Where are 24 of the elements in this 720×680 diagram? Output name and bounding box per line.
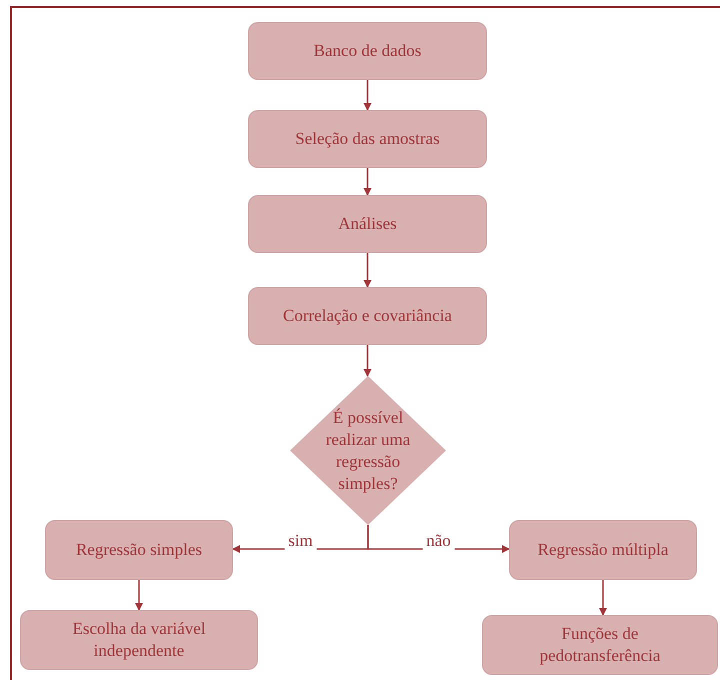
arrow [364,80,372,111]
process-box [20,610,258,670]
node-label: Banco de dados [312,40,422,62]
arrow [599,580,607,616]
node-label: Regressão simples [74,539,204,561]
process-box [248,110,487,168]
node-label: Correlação e covariância [282,305,453,327]
arrow [135,580,143,611]
process-box [248,195,487,253]
arrow [364,168,372,196]
arrow [364,345,372,377]
process-box [509,520,697,580]
arrow [364,253,372,288]
node-label: Seleção das amostras [294,128,441,150]
node-label: Funções de pedotransferência [538,623,662,667]
node-label: É possível realizar uma regressão simples? [324,406,412,494]
process-box [482,615,718,675]
process-box [45,520,233,580]
node-label: Escolha da variável independente [71,618,207,662]
node-label: Regressão múltipla [536,539,670,561]
process-box [248,287,487,345]
process-box [248,22,487,80]
decision-diamond [290,376,446,525]
node-label: Análises [337,213,398,235]
